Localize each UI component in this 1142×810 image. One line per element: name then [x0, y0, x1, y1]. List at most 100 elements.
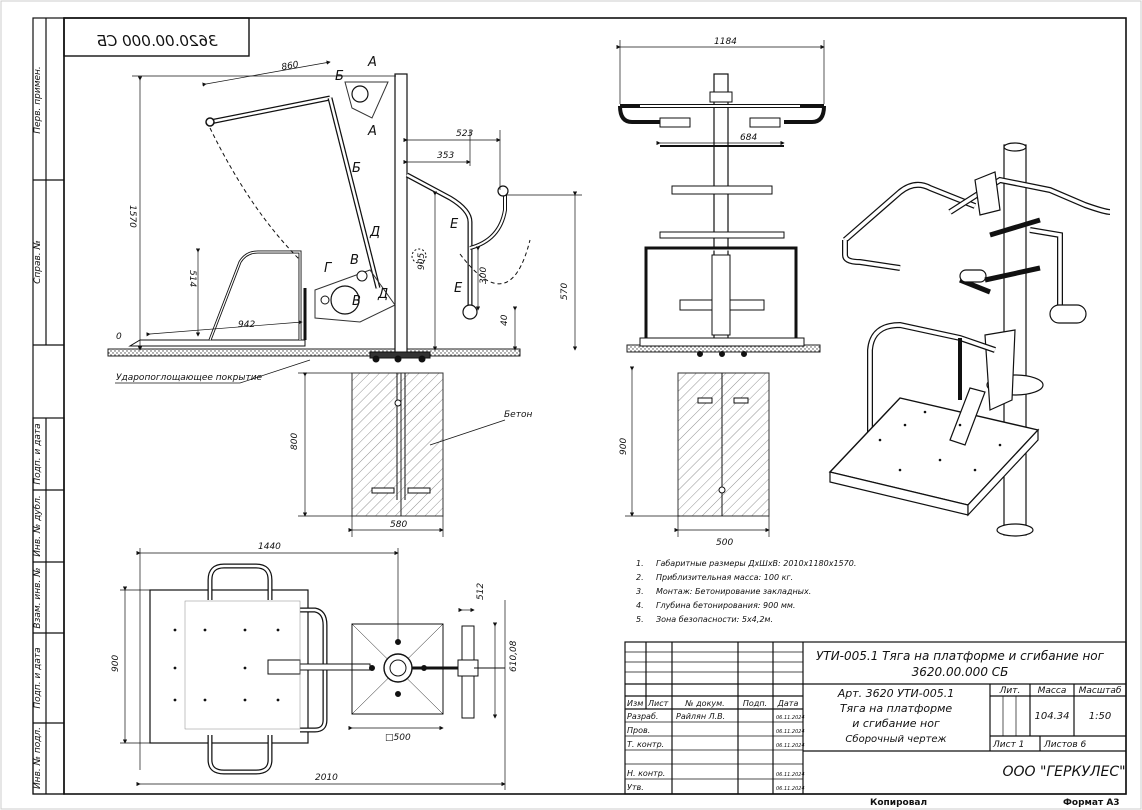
dim-0: 0: [116, 332, 122, 342]
dim-905: 905: [417, 253, 427, 270]
main-title-line1: УТИ-005.1 Тяга на платформе и сгибание н…: [816, 649, 1105, 663]
row-utv: Утв.: [627, 783, 644, 792]
inv-podl-label: Инв. № подл.: [33, 727, 43, 789]
dim-900-top: 900: [111, 655, 121, 672]
art-line3: и сгибание ног: [852, 717, 940, 730]
art-line2: Тяга на платформе: [840, 702, 953, 715]
dim-514: 514: [187, 270, 197, 287]
vzam-inv-label: Взам. инв. №: [33, 567, 43, 628]
side-view-dims: [115, 60, 582, 537]
letter-b2: Б: [352, 161, 361, 176]
date-nkontr: 06.11.2024: [776, 772, 805, 778]
note-5: Зона безопасности: 5х4,2м.: [656, 615, 773, 624]
side-view: [107, 73, 531, 517]
dim-2010: 2010: [315, 773, 338, 783]
note-num-5: 5.: [636, 615, 644, 624]
col-data: Дата: [777, 699, 799, 708]
dim-40: 40: [500, 314, 510, 326]
podp-data-label-1: Подп. и дата: [33, 423, 43, 484]
dim-523: 523: [456, 129, 473, 139]
col-list: Лист: [647, 699, 669, 708]
isometric-view: [828, 142, 1111, 537]
dim-500-front: 500: [716, 538, 733, 548]
date-utv: 06.11.2024: [776, 786, 805, 792]
dim-610-08: 610,08: [509, 640, 519, 672]
left-strip: [32, 17, 65, 795]
mass-value: 104.34: [1035, 711, 1070, 722]
dim-512: 512: [476, 583, 486, 600]
author-name: Райлян Л.В.: [676, 712, 725, 721]
platform-side: [128, 339, 306, 347]
copied-label: Копировал: [870, 798, 927, 808]
dim-1184: 1184: [714, 37, 737, 47]
scale-value: 1:50: [1089, 711, 1111, 722]
art-line1: Арт. 3620 УТИ-005.1: [837, 687, 955, 700]
note-1: Габаритные размеры ДхШхВ: 2010х1180х1570…: [656, 559, 856, 568]
note-num-1: 1.: [636, 559, 644, 568]
note-num-4: 4.: [636, 601, 644, 610]
letter-b1: Б: [335, 69, 344, 84]
sheet-number: Лист 1: [992, 740, 1024, 750]
dim-570: 570: [560, 283, 570, 300]
top-view-dims: [120, 548, 506, 790]
letter-v1: В: [350, 253, 359, 268]
main-title-line2: 3620.00.000 СБ: [912, 665, 1009, 679]
note-2: Приблизительная масса: 100 кг.: [656, 573, 793, 582]
format-label: Формат А3: [1063, 798, 1120, 808]
title-block: [624, 641, 1127, 795]
letter-e1: Е: [450, 217, 459, 232]
dim-800: 800: [290, 433, 300, 450]
swing-arc: [209, 127, 301, 261]
date-razrab: 06.11.2024: [776, 715, 805, 721]
dim-580: 580: [390, 520, 407, 530]
lit-label: Лит.: [999, 686, 1021, 696]
perv-primen-label: Перв. примен.: [33, 66, 43, 134]
dim-942: 942: [238, 320, 255, 330]
front-view-dims: [616, 40, 825, 537]
masshtab-label: Масштаб: [1079, 686, 1122, 696]
pivot-top-side: [351, 85, 369, 103]
massa-label: Масса: [1038, 686, 1067, 696]
notes: 1. Габаритные размеры ДхШхВ: 2010х1180х1…: [636, 559, 856, 624]
pivot-bottom-side: [330, 285, 360, 315]
dim-900-front: 900: [619, 438, 629, 455]
sheets-count: Листов 6: [1043, 740, 1086, 750]
ground-surface-side: [107, 348, 521, 357]
col-doc: № докум.: [684, 699, 724, 708]
letter-d1: Д: [369, 225, 380, 240]
top-view: [149, 563, 505, 775]
surface-label: Ударопоглощающее покрытие: [116, 373, 263, 383]
note-4: Глубина бетонирования: 900 мм.: [656, 601, 795, 610]
dim-860: 860: [281, 60, 300, 73]
row-tkontr: Т. контр.: [627, 740, 664, 749]
dim-353: 353: [437, 151, 454, 161]
letter-a1: А: [367, 55, 377, 70]
main-post-side: [394, 73, 408, 355]
note-num-2: 2.: [636, 573, 644, 582]
letter-v2: В: [352, 294, 361, 309]
row-nkontr: Н. контр.: [627, 769, 665, 778]
letter-g: Г: [324, 261, 333, 276]
inv-dubl-label: Инв. № дубл.: [33, 495, 43, 557]
date-tkontr: 06.11.2024: [776, 743, 805, 749]
art-line4: Сборочный чертеж: [845, 733, 946, 745]
col-izm: Изм: [627, 699, 643, 708]
letter-a2: А: [367, 124, 377, 139]
sprav-no-label: Справ. №: [33, 240, 43, 284]
note-num-3: 3.: [636, 587, 644, 596]
dim-1570: 1570: [127, 205, 137, 228]
dim-684: 684: [740, 133, 757, 143]
front-view: [618, 73, 826, 517]
code-box: [63, 17, 250, 57]
row-prov: Пров.: [627, 726, 650, 735]
concrete-block-front: [677, 372, 770, 517]
letter-d2: Д: [377, 287, 388, 302]
company-name: ООО "ГЕРКУЛЕС": [1002, 764, 1125, 780]
concrete-label: Бетон: [504, 410, 532, 420]
letter-e2: Е: [454, 281, 463, 296]
note-3: Монтаж: Бетонирование закладных.: [656, 587, 811, 596]
podp-data-label-2: Подп. и дата: [33, 647, 43, 708]
col-podp: Подп.: [743, 699, 767, 708]
dim-500-top: □500: [385, 733, 411, 743]
